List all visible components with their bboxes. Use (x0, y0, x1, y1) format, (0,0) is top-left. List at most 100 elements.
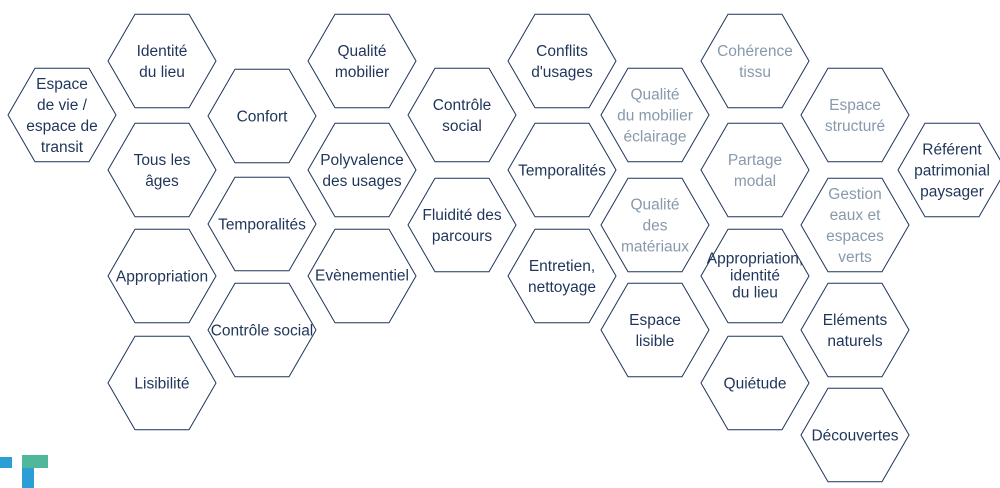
hexagon-confort: Confort (207, 68, 317, 164)
hexagon-label-line: modal (734, 173, 776, 190)
hexagon-label-line: naturels (827, 333, 882, 350)
hexagon-qualite-mobilier-eclairage: Qualité du mobilier éclairage (600, 67, 710, 163)
hexagon-label-line: matériaux (621, 238, 689, 255)
hexagon-label-line: éclairage (624, 128, 687, 145)
hexagon-outline (897, 122, 1000, 218)
hexagon-label: Qualité du mobilier éclairage (617, 86, 693, 145)
hexagon-label-line: Temporalités (518, 162, 606, 179)
hexagon-label-line: parcours (432, 228, 493, 245)
hexagon-label-line: âges (145, 173, 179, 190)
hexagon-label-line: Conflits (536, 43, 588, 60)
hexagon-label-line: Fluidité des (422, 207, 502, 224)
hexagon-label: Conflits d'usages (531, 43, 593, 81)
hexagon-label-line: eaux et (830, 207, 882, 224)
hexagon-label-line: des (643, 217, 668, 234)
hexagon-label-line: Partage (728, 152, 782, 169)
hexagon-label-line: des usages (322, 173, 402, 190)
hexagon-label-line: Espace (829, 97, 881, 114)
hexagon-quietude: Quiétude (700, 335, 810, 431)
hexagon-label: Temporalités (218, 216, 306, 233)
hexagon-elements-naturels: Eléments naturels (800, 282, 910, 378)
hexagon-label-line: Contrôle social (211, 322, 314, 339)
hexagon-qualite-materiaux: Qualité des matériaux (600, 177, 710, 273)
hexagon-outline (800, 282, 910, 378)
hexagon-label-line: d'usages (531, 64, 593, 81)
hexagon-label-line: Lisibilité (134, 375, 189, 392)
hexagon-decouvertes: Découvertes (800, 387, 910, 483)
hexagon-label: Partage modal (728, 152, 782, 190)
hexagon-label: Evènementiel (315, 268, 409, 285)
hexagon-temporalites-2: Temporalités (507, 122, 617, 218)
hexagon-outline (307, 122, 417, 218)
hexagon-label: Espace lisible (629, 312, 681, 350)
hexagon-entretien: Entretien,nettoyage (507, 228, 617, 324)
hexagon-label-line: Tous les (134, 152, 191, 169)
hexagon-label: Tous les âges (134, 152, 191, 190)
hexagon-label: Identité du lieu (137, 43, 188, 81)
hexagon-outline (700, 122, 810, 218)
hexagon-outline (107, 13, 217, 109)
hexagon-label: Appropriation (116, 268, 208, 285)
hexagon-label-line: Espace (629, 312, 681, 329)
hexagon-label-line: Eléments (823, 312, 888, 329)
hexagon-label-line: espace de (26, 118, 98, 135)
hexagon-label-line: Quiétude (724, 375, 787, 392)
hexagon-label-line: transit (41, 139, 84, 156)
hexagon-label-line: du mobilier (617, 107, 693, 124)
hexagon-label-line: Découvertes (811, 427, 898, 444)
hexagon-controle-social-1: Contrôle social (207, 282, 317, 378)
logo-icon (0, 455, 48, 488)
hexagon-tous-les-ages: Tous les âges (107, 122, 217, 218)
hexagon-label: Qualité des matériaux (621, 196, 689, 255)
hexagon-label-line: verts (838, 249, 872, 266)
hexagon-outline (7, 67, 117, 163)
hexagon-outline (307, 228, 417, 324)
hexagon-label-line: lisible (636, 333, 675, 350)
hexagon-label-line: Contrôle (433, 97, 492, 114)
hexagon-outline (800, 67, 910, 163)
hexagon-espace-lisible: Espace lisible (600, 282, 710, 378)
hexagon-label-line: mobilier (335, 64, 389, 81)
hexagon-label-line: Qualité (630, 196, 679, 213)
hexagon-outline (407, 67, 517, 163)
hexagon-outline (800, 387, 910, 483)
hexagon-label-line: identité (730, 268, 780, 285)
hexagon-label-line: Cohérence (717, 43, 793, 60)
hexagon-partage-modal: Partage modal (700, 122, 810, 218)
hexagon-label-line: Qualité (630, 86, 679, 103)
hexagon-outline (107, 122, 217, 218)
hexagon-outline (600, 282, 710, 378)
hexagon-outline (207, 68, 317, 164)
hexagon-outline (107, 335, 217, 431)
hexagon-outline (600, 67, 710, 163)
hexagon-outline (700, 228, 810, 324)
hexagon-outline (207, 282, 317, 378)
hexagon-label: Entretien,nettoyage (528, 258, 596, 296)
hexagon-label-line: tissu (739, 64, 771, 81)
hexagon-label-line: paysager (920, 183, 984, 200)
hexagon-label-line: du lieu (139, 64, 185, 81)
hexagon-temporalites-1: Temporalités (207, 176, 317, 272)
hexagon-label: Découvertes (811, 427, 898, 444)
hexagon-outline (107, 228, 217, 324)
hexagon-outline (800, 177, 910, 273)
hexagon-label: Qualité mobilier (335, 43, 389, 81)
hexagon-label-line: nettoyage (528, 279, 596, 296)
hexagon-identite-du-lieu: Identité du lieu (107, 13, 217, 109)
hexagon-outline (507, 228, 617, 324)
hexagon-label: Confort (237, 108, 289, 125)
hexagon-label-line: Qualité (337, 43, 386, 60)
hexagon-label-line: Espace (36, 76, 88, 93)
hexagon-label-line: Identité (137, 43, 188, 60)
